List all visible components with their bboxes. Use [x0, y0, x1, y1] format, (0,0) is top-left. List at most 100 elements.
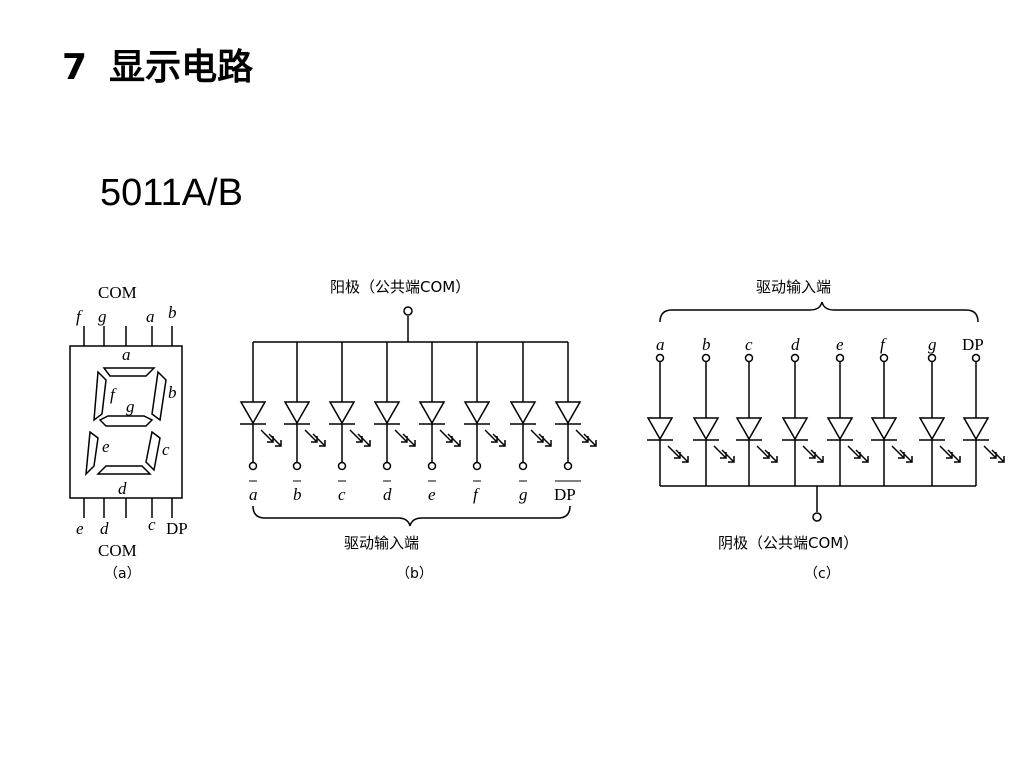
- panel-c-top-label: 驱动输入端: [756, 278, 831, 296]
- pin-label-b: b: [168, 303, 177, 322]
- seg-label-e: e: [102, 437, 110, 456]
- led-b-diode: [283, 401, 311, 425]
- pin-label-g: g: [98, 307, 107, 326]
- led-b-terminal: [292, 461, 302, 471]
- pin-c-label-DP: DP: [962, 335, 984, 354]
- led-b-diode: [328, 401, 356, 425]
- seg-label-c: c: [162, 440, 170, 459]
- com-top-label: COM: [98, 283, 137, 302]
- panel-b-labels: 阳极（公共端COM） 驱动输入端 （b） a b c d e f g DP: [249, 278, 581, 582]
- segment-e-shape: [85, 430, 99, 477]
- led-c-diode: [781, 417, 809, 441]
- led-c-terminal: [971, 353, 981, 363]
- led-b-terminal: [382, 461, 392, 471]
- led-c-terminal: [835, 353, 845, 363]
- led-c-terminal: [790, 353, 800, 363]
- led-c-emission-arrows: [939, 445, 961, 463]
- seg-label-f: f: [110, 385, 117, 404]
- panel-b-brace-label: 驱动输入端: [344, 534, 419, 552]
- led-b-emission-arrows: [439, 429, 461, 447]
- pin-c-label-b: b: [702, 335, 711, 354]
- led-b-emission-arrows: [394, 429, 416, 447]
- panel-c-common-cathode: [646, 301, 1005, 522]
- led-b-emission-arrows: [575, 429, 597, 447]
- led-b-diode: [418, 401, 446, 425]
- pin-label-c: c: [148, 515, 156, 534]
- panel-a-segment-display: [69, 326, 183, 518]
- pin-c-label-f: f: [880, 335, 887, 354]
- led-b-diode: [373, 401, 401, 425]
- led-c-diode: [826, 417, 854, 441]
- pin-b-label-f: f: [473, 485, 480, 504]
- led-b-emission-arrows: [349, 429, 371, 447]
- com-bottom-label: COM: [98, 541, 137, 560]
- caption-a: （a）: [104, 566, 141, 582]
- pin-c-label-c: c: [745, 335, 753, 354]
- pin-b-label-e: e: [428, 485, 436, 504]
- pin-label-e: e: [76, 519, 84, 538]
- led-b-emission-arrows: [484, 429, 506, 447]
- led-c-terminal: [744, 353, 754, 363]
- led-c-emission-arrows: [891, 445, 913, 463]
- led-b-terminal: [427, 461, 437, 471]
- led-c-emission-arrows: [713, 445, 735, 463]
- led-c-diode: [692, 417, 720, 441]
- led-c-diode: [646, 417, 674, 441]
- led-c-terminal: [879, 353, 889, 363]
- led-c-diode: [870, 417, 898, 441]
- led-b-diode: [509, 401, 537, 425]
- panel-c-labels: 驱动输入端 阴极（公共端COM） （c） a b c d e f g DP: [656, 278, 984, 582]
- led-c-emission-arrows: [667, 445, 689, 463]
- led-b-diode: [554, 401, 582, 425]
- led-c-emission-arrows: [756, 445, 778, 463]
- cathode-common-label: 阴极（公共端COM）: [718, 534, 858, 552]
- led-c-emission-arrows: [847, 445, 869, 463]
- pin-c-label-e: e: [836, 335, 844, 354]
- pin-b-label-d: d: [383, 485, 392, 504]
- caption-b: （b）: [396, 566, 433, 582]
- led-b-terminal: [563, 461, 573, 471]
- pin-b-label-a: a: [249, 485, 258, 504]
- led-c-terminal: [701, 353, 711, 363]
- led-c-diode: [735, 417, 763, 441]
- seg-label-b: b: [168, 383, 177, 402]
- panel-a-labels: COM f g a b a b c d e f g e d c DP COM （…: [76, 283, 188, 582]
- seg-label-d: d: [118, 479, 127, 498]
- caption-c: （c）: [804, 566, 840, 582]
- led-c-terminal: [655, 353, 665, 363]
- led-b-terminal: [248, 461, 258, 471]
- pin-b-label-DP: DP: [554, 485, 576, 504]
- pin-b-label-c: c: [338, 485, 346, 504]
- segment-f-shape: [93, 370, 107, 422]
- section-number: 7: [62, 47, 88, 88]
- led-b-emission-arrows: [260, 429, 282, 447]
- pin-c-label-a: a: [656, 335, 665, 354]
- led-b-diode: [463, 401, 491, 425]
- pin-c-label-g: g: [928, 335, 937, 354]
- pin-c-label-d: d: [791, 335, 800, 354]
- pin-b-label-b: b: [293, 485, 302, 504]
- display-package-outline: [69, 345, 183, 499]
- model-subtitle: 5011A/B: [100, 172, 243, 214]
- pin-label-dp: DP: [166, 519, 188, 538]
- anode-com-terminal: [403, 306, 413, 316]
- led-c-emission-arrows: [802, 445, 824, 463]
- led-b-terminal: [518, 461, 528, 471]
- led-b-terminal: [472, 461, 482, 471]
- seg-label-g: g: [126, 397, 135, 416]
- pin-b-label-g: g: [519, 485, 528, 504]
- pin-label-f: f: [76, 307, 83, 326]
- led-c-emission-arrows: [983, 445, 1005, 463]
- led-b-emission-arrows: [304, 429, 326, 447]
- segment-d-shape: [96, 465, 152, 475]
- seg-label-a: a: [122, 345, 131, 364]
- anode-common-label: 阳极（公共端COM）: [330, 278, 470, 296]
- pin-label-d: d: [100, 519, 109, 538]
- led-b-terminal: [337, 461, 347, 471]
- led-c-diode: [962, 417, 990, 441]
- panel-b-brace: [252, 505, 571, 527]
- led-b-diode: [239, 401, 267, 425]
- segment-b-shape: [151, 370, 167, 422]
